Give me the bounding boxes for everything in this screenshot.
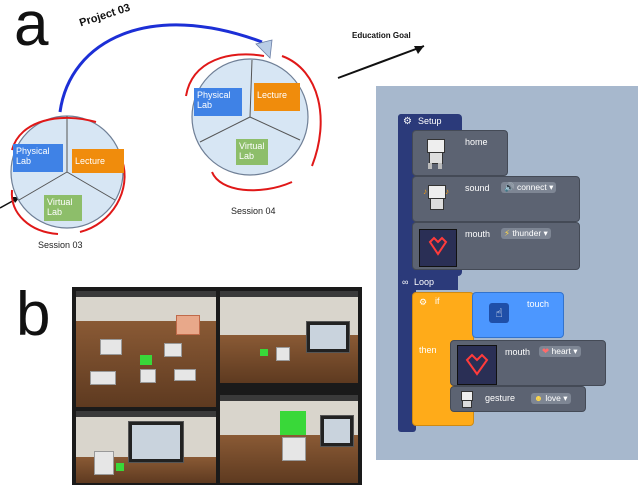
then-label: then xyxy=(419,345,437,355)
robot-sound-icon: ♪ ♪ xyxy=(423,185,449,215)
then-mouth-block[interactable]: mouth ❤ heart ▾ xyxy=(450,340,606,386)
gear-icon: ⚙ xyxy=(403,116,412,127)
speaker-icon: 🔊 xyxy=(504,182,517,192)
then-mouth-label: mouth xyxy=(505,347,531,357)
panel-c-block-editor: ⚙ Setup home ♪ ♪ sound 🔊 connect ▾ mouth… xyxy=(376,86,638,460)
robot-home-icon xyxy=(423,139,447,169)
heart-icon: ❤ xyxy=(542,346,552,356)
goal-arrowhead xyxy=(414,46,424,54)
love-emoji-icon: ☻ xyxy=(534,393,546,403)
project-arc xyxy=(58,23,263,113)
infinity-icon: ∞ xyxy=(402,277,409,287)
photo-laptop-screen xyxy=(76,411,216,483)
loop-label: Loop xyxy=(414,277,435,287)
setup-footer xyxy=(398,270,462,276)
photo-robot-parts xyxy=(76,291,216,407)
sound-block[interactable]: ♪ ♪ sound 🔊 connect ▾ xyxy=(412,176,580,222)
session-04-circle xyxy=(185,53,322,192)
panel-letter-a: a xyxy=(14,0,49,59)
gesture-block[interactable]: gesture ☻ love ▾ xyxy=(450,386,586,412)
mouth-label: mouth xyxy=(465,229,491,239)
project-arc-arrowhead xyxy=(255,39,273,59)
goal-arrow xyxy=(337,45,425,79)
home-block[interactable]: home xyxy=(412,130,508,176)
session-03-label: Session 03 xyxy=(38,240,83,250)
photo-robot-closeup xyxy=(220,395,358,483)
setup-label: Setup xyxy=(418,116,442,126)
gesture-label: gesture xyxy=(485,393,516,403)
lightning-icon: ⚡ xyxy=(504,228,513,238)
mouth-dropdown[interactable]: ⚡ thunder ▾ xyxy=(501,228,551,239)
heart-dropdown[interactable]: ❤ heart ▾ xyxy=(539,346,581,357)
gear-icon: ⚙ xyxy=(419,297,428,307)
touch-hand-icon: ☝ xyxy=(489,303,509,323)
touch-block[interactable]: ☝ touch xyxy=(472,292,564,338)
loop-header[interactable]: ∞ Loop xyxy=(398,276,458,290)
education-goal-label: Education Goal xyxy=(352,31,411,40)
setup-header[interactable]: ⚙ Setup xyxy=(398,114,462,130)
left-lecture-box: Lecture xyxy=(72,149,124,173)
led-matrix-heart-icon xyxy=(457,345,497,385)
session-04-label: Session 04 xyxy=(231,206,276,216)
panel-b-photos xyxy=(72,287,362,485)
photo-robot-laptop xyxy=(220,291,358,383)
touch-label: touch xyxy=(527,299,550,309)
if-label: if xyxy=(435,296,440,306)
sound-label: sound xyxy=(465,183,490,193)
love-dropdown[interactable]: ☻ love ▾ xyxy=(531,393,571,404)
led-matrix-heart-icon xyxy=(419,229,457,267)
panel-letter-b: b xyxy=(16,280,51,349)
home-label: home xyxy=(465,137,488,147)
sound-dropdown[interactable]: 🔊 connect ▾ xyxy=(501,182,557,193)
mouth-block[interactable]: mouth ⚡ thunder ▾ xyxy=(412,222,580,270)
robot-gesture-icon xyxy=(459,391,473,408)
right-lecture-box: Lecture xyxy=(254,83,300,111)
